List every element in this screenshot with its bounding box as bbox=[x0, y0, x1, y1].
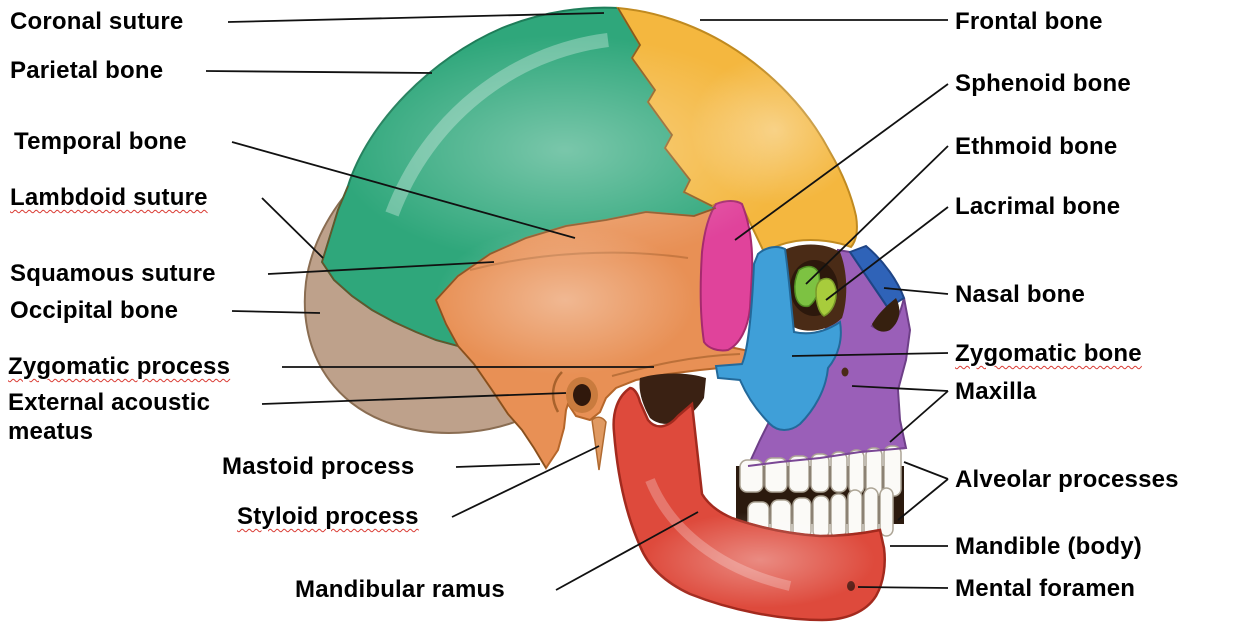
label-mental-foramen: Mental foramen bbox=[955, 575, 1136, 602]
label-zygomatic-bone: Zygomatic bone bbox=[955, 340, 1142, 367]
leader-zygomatic-bone bbox=[791, 352, 949, 357]
leader-temporal-bone bbox=[231, 141, 576, 239]
lacrimal-bone-region bbox=[815, 277, 837, 317]
nasal-bone-region bbox=[848, 244, 906, 310]
label-mandibular-ramus: Mandibular ramus bbox=[295, 576, 505, 603]
label-ethmoid-bone: Ethmoid bone bbox=[955, 133, 1118, 160]
label-external-acoustic-meatus: External acoustic meatus bbox=[8, 389, 211, 445]
upper-gumline bbox=[747, 447, 907, 467]
label-mastoid-process: Mastoid process bbox=[222, 453, 415, 480]
upper-teeth bbox=[739, 445, 902, 497]
leader-external-acoustic-meatus bbox=[261, 392, 567, 405]
label-lacrimal-bone: Lacrimal bone bbox=[955, 193, 1121, 220]
label-mandible-body: Mandible (body) bbox=[955, 533, 1142, 560]
label-coronal-suture: Coronal suture bbox=[10, 8, 184, 35]
leader-lambdoid-suture bbox=[261, 197, 324, 259]
zygomatic-arch-ridge bbox=[611, 353, 741, 377]
leader-nasal-bone bbox=[883, 287, 949, 295]
infratemporal-shadow bbox=[639, 373, 706, 424]
leader-maxilla-lower bbox=[889, 390, 949, 443]
nasal-aperture-shadow bbox=[872, 298, 900, 332]
leader-lines bbox=[205, 12, 949, 591]
leader-sphenoid-bone bbox=[734, 83, 949, 241]
zygomatic-bone-region bbox=[714, 245, 842, 431]
label-occipital-bone: Occipital bone bbox=[10, 297, 179, 324]
leader-lacrimal-bone bbox=[825, 206, 949, 301]
leader-coronal-suture bbox=[227, 12, 605, 23]
external-acoustic-meatus-hole bbox=[573, 384, 591, 406]
styloid-process bbox=[591, 416, 607, 471]
leader-mandibular-ramus bbox=[555, 511, 699, 591]
label-temporal-bone: Temporal bone bbox=[14, 128, 187, 155]
leader-mental-foramen bbox=[857, 586, 949, 589]
label-alveolar-processes: Alveolar processes bbox=[955, 466, 1179, 493]
label-nasal-bone: Nasal bone bbox=[955, 281, 1086, 308]
leader-parietal-bone bbox=[205, 70, 433, 74]
label-squamous-suture: Squamous suture bbox=[10, 260, 216, 287]
occipitomastoid-suture-line bbox=[457, 345, 547, 469]
leader-alveolar-upper bbox=[903, 461, 949, 480]
leader-squamous-suture bbox=[267, 261, 495, 275]
label-frontal-bone: Frontal bone bbox=[955, 8, 1103, 35]
infraorbital-foramen bbox=[841, 367, 849, 377]
label-styloid-process: Styloid process bbox=[237, 503, 419, 530]
leader-styloid-process bbox=[451, 445, 600, 518]
leader-ethmoid-bone bbox=[805, 145, 949, 285]
label-zygomatic-process: Zygomatic process bbox=[8, 353, 231, 380]
leader-maxilla-upper bbox=[851, 385, 949, 392]
highlights bbox=[335, 33, 875, 608]
leader-mastoid-process bbox=[455, 463, 541, 468]
label-parietal-bone: Parietal bone bbox=[10, 57, 164, 84]
leader-occipital-bone bbox=[231, 310, 321, 314]
label-lambdoid-suture: Lambdoid suture bbox=[10, 184, 208, 211]
label-sphenoid-bone: Sphenoid bone bbox=[955, 70, 1131, 97]
label-maxilla: Maxilla bbox=[955, 378, 1037, 405]
lambdoid-suture-line bbox=[321, 185, 459, 347]
leader-alveolar-lower bbox=[897, 478, 949, 521]
